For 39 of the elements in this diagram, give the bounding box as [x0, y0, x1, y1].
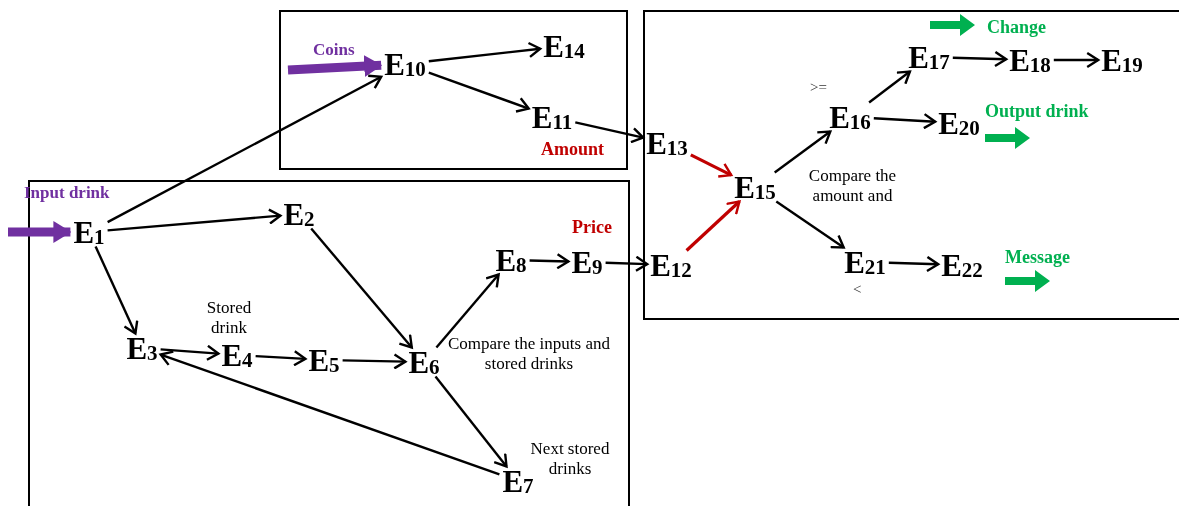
annotation-text: Compare the inputs and stored drinks: [447, 334, 611, 374]
arrow: [428, 41, 542, 63]
arrow: [255, 350, 307, 367]
value-label: Amount: [541, 139, 604, 160]
arrow: [434, 375, 508, 468]
arrow: [529, 253, 570, 270]
arrow: [310, 227, 413, 349]
arrow: [1053, 51, 1100, 69]
arrow: [575, 121, 645, 144]
output-label: Message: [1005, 247, 1070, 268]
arrow: [775, 200, 845, 249]
arrow: [873, 112, 937, 130]
value-label: Price: [572, 217, 612, 238]
block-arrow: [8, 221, 72, 243]
output-label: Output drink: [985, 101, 1089, 122]
output-label: Change: [987, 17, 1046, 38]
arrow: [107, 208, 282, 232]
arrow: [774, 130, 832, 174]
arrow: [685, 200, 741, 252]
condition-label: >=: [810, 79, 827, 97]
arrow: [868, 70, 912, 104]
arrow: [888, 255, 940, 273]
annotation-text: Compare the amount and: [807, 166, 898, 206]
arrow: [94, 246, 139, 335]
arrow: [342, 353, 407, 370]
condition-label: <: [853, 281, 862, 299]
annotation-text: Next stored drinks: [529, 439, 611, 479]
arrow: [435, 273, 500, 349]
arrow: [605, 255, 649, 272]
arrow: [160, 344, 220, 361]
arrow: [690, 153, 733, 178]
block-arrow: [287, 55, 383, 78]
panel-frame: [279, 10, 628, 170]
arrow: [107, 74, 383, 224]
arrow: [952, 50, 1008, 68]
annotation-text: Stored drink: [205, 298, 253, 338]
arrow: [428, 71, 530, 113]
input-label: Coins: [313, 40, 355, 60]
arrow: [159, 350, 500, 476]
